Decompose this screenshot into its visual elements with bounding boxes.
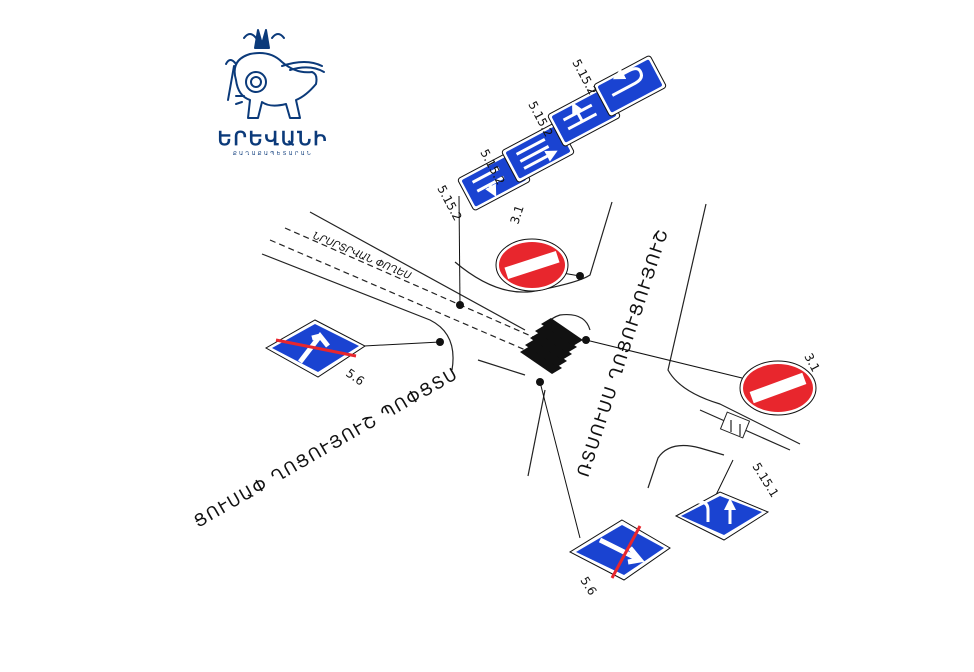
one-way-end-sign-bottom xyxy=(568,519,671,581)
no-entry-icon xyxy=(504,250,560,280)
main-road-edge-lower xyxy=(477,359,526,376)
one-way-end-sign-left xyxy=(264,319,366,378)
logo-subtitle: ՔԱՂԱՔԱՊԵՏԱՐԱՆ xyxy=(233,151,313,157)
cross-street-name: ՌՏՍՈՒՍՍ ՂՈՑՈՒՑՈՒՅՈՒՇ xyxy=(574,226,673,480)
curb-bottom-right xyxy=(647,445,725,489)
logo-title: ԵՐԵՎԱՆԻ xyxy=(217,129,329,150)
stack-code-1: 5.15.2 xyxy=(434,183,464,223)
straight-right-arrows-icon xyxy=(471,166,505,198)
lane-indicator-box xyxy=(719,411,751,439)
no-entry-icon-right xyxy=(749,372,807,404)
bus-lane-dash-1 xyxy=(284,227,541,341)
no-entry-sign-top xyxy=(495,238,569,292)
lane-direction-sign xyxy=(674,491,770,541)
one-way-end-icon-bottom xyxy=(598,537,645,565)
crown-icon xyxy=(254,29,270,49)
sign-stack-5-15-2 xyxy=(457,55,667,211)
no-entry-sign-right xyxy=(739,360,817,416)
leader-dots xyxy=(436,272,590,386)
lion-icon xyxy=(233,52,318,119)
one-way-end-cross-bottom xyxy=(610,525,642,579)
main-street-name: ՑՈՒՍԱՓ ՂՈՑՈՒՅՈՒՇ ՊՈՓՑՏՍ xyxy=(191,364,463,532)
stack-code-4: 5.15.2 xyxy=(569,57,599,97)
straight-right-arrows-icon-2 xyxy=(562,100,598,131)
bus-lane-dash-2 xyxy=(269,239,531,353)
main-road-edge-bottom xyxy=(261,253,454,371)
one-way-left-code: 5.6 xyxy=(343,366,367,388)
main-road-edge-top xyxy=(309,211,526,331)
torch-icon xyxy=(225,59,237,101)
stack-sign-4 xyxy=(593,55,667,117)
yerevan-emblem xyxy=(225,29,325,119)
bus-lane-label: ՆՐՍՐՏՐՎԱՆ ՓՈՂԵՍ xyxy=(311,231,413,283)
one-way-end-icon xyxy=(298,331,330,364)
crosswalk xyxy=(520,318,583,374)
lane-direction-code: 5.15.1 xyxy=(749,460,781,500)
one-way-end-cross-left xyxy=(275,338,357,358)
cross-edge-left-lower xyxy=(527,389,546,477)
u-turn-arrow-icon xyxy=(611,67,643,97)
stack-sign-2 xyxy=(501,121,575,183)
straight-arrows-icon xyxy=(515,137,553,170)
no-entry-top-code: 3.1 xyxy=(508,203,527,225)
one-way-bottom-code: 5.6 xyxy=(577,574,599,598)
lane-direction-icon xyxy=(694,502,730,524)
curb-top-right xyxy=(667,203,801,445)
